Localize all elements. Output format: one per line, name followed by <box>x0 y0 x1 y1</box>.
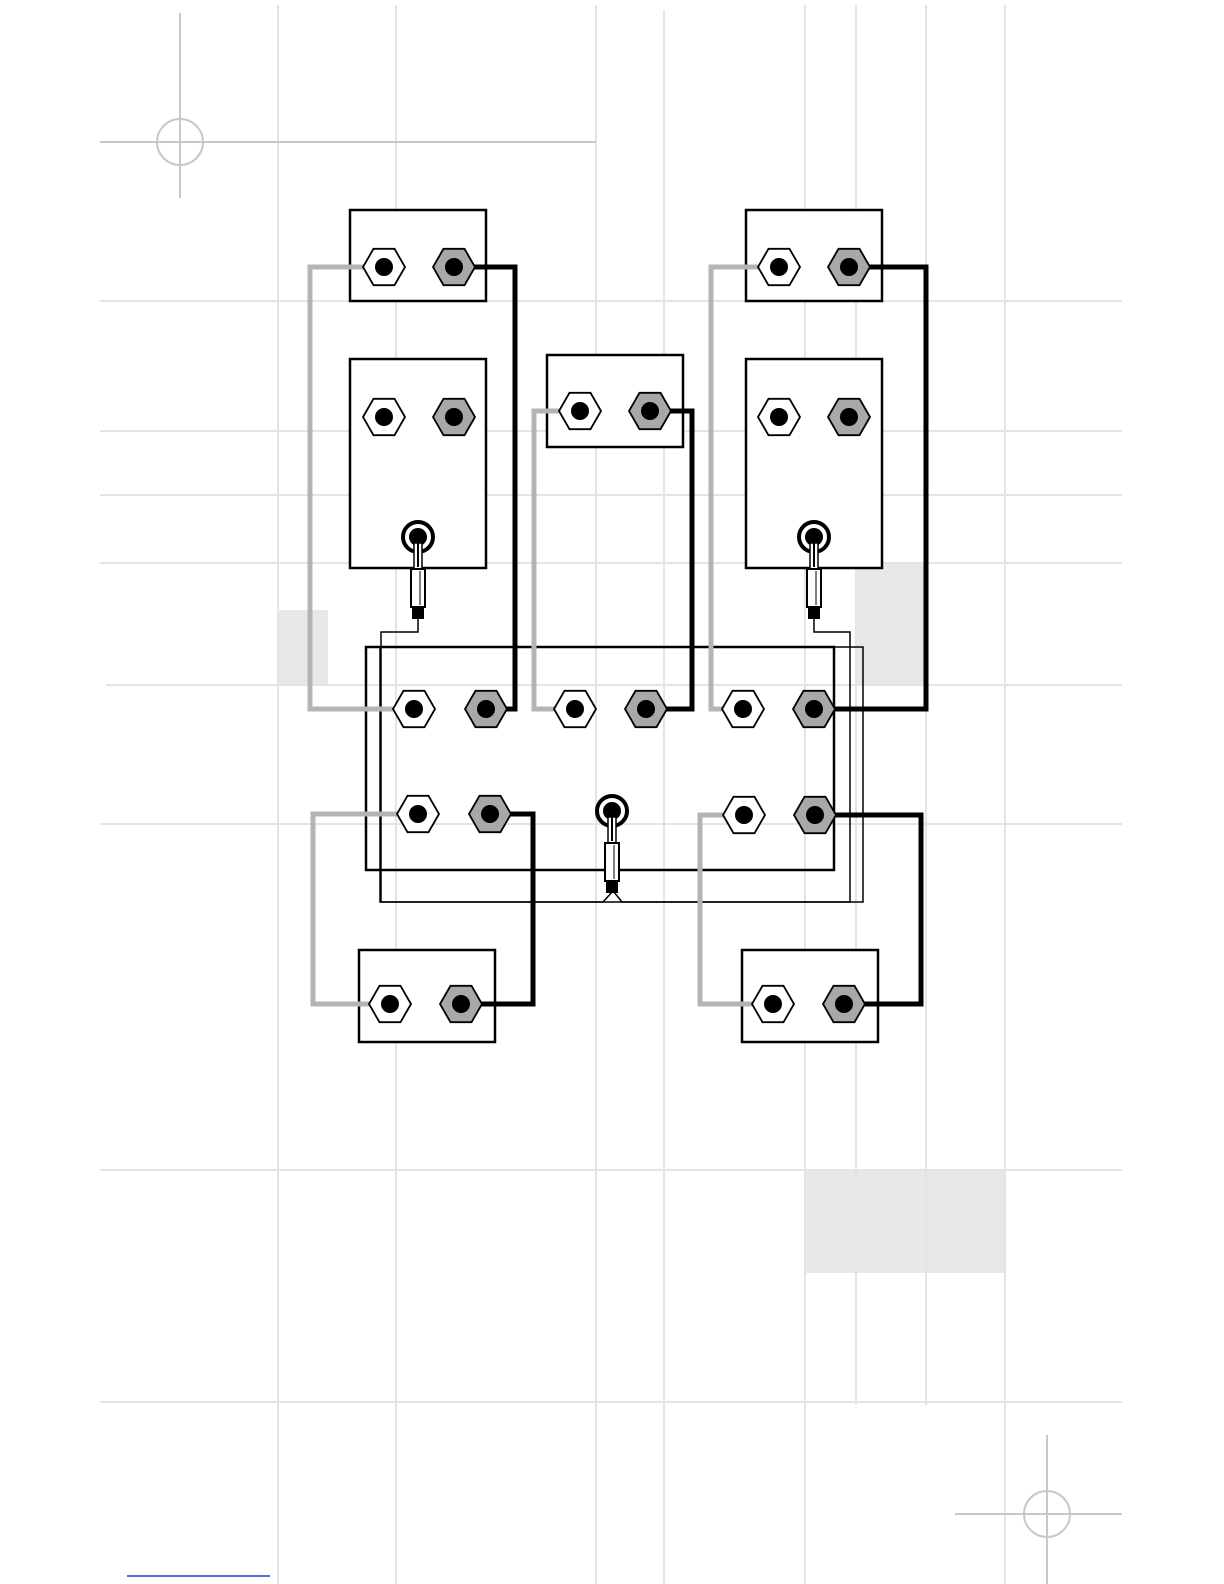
right-subwoofer-rca-input <box>799 522 829 619</box>
shaded-block-right <box>856 563 926 685</box>
receiver-front-left-positive-terminal <box>465 691 507 727</box>
left-subwoofer-rca-input <box>403 522 433 619</box>
center-negative-wire <box>534 411 580 709</box>
right-subwoofer-signal-cable <box>614 618 850 902</box>
receiver-front-left-negative-terminal <box>393 691 435 727</box>
center-positive-wire <box>646 411 692 709</box>
receiver-center-positive-terminal <box>625 691 667 727</box>
registration-mark-top-left <box>100 13 596 198</box>
receiver-front-right-positive-terminal <box>793 691 835 727</box>
receiver-surround-left-positive-terminal <box>469 796 511 832</box>
left-subwoofer-signal-cable <box>381 618 612 902</box>
shaded-block-bottom <box>805 1170 1005 1273</box>
shaded-block-left <box>278 610 328 685</box>
receiver-front-right-negative-terminal <box>722 691 764 727</box>
receiver-center-negative-terminal <box>554 691 596 727</box>
receiver-surround-right-negative-terminal <box>723 797 765 833</box>
receiver-surround-left-negative-terminal <box>397 796 439 832</box>
receiver-subwoofer-rca-output <box>597 796 627 893</box>
receiver-surround-right-positive-terminal <box>794 797 836 833</box>
receiver-box <box>366 647 834 870</box>
registration-mark-bottom-right <box>955 1435 1122 1584</box>
